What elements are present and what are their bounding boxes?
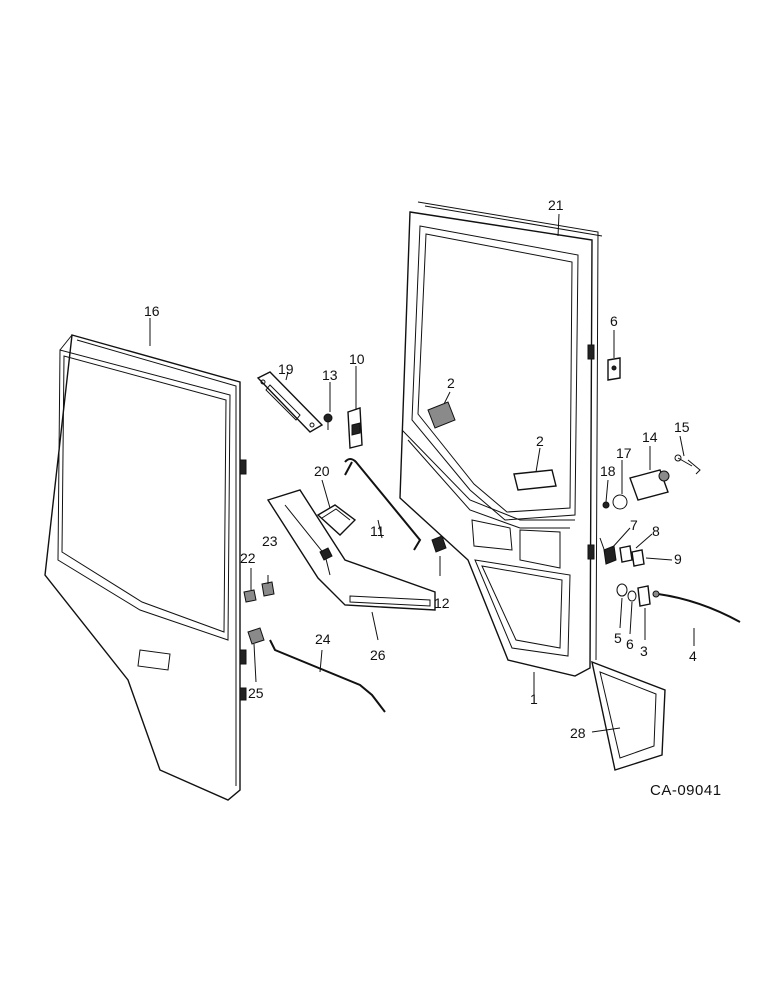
washer-6	[627, 590, 637, 602]
callout-3: 3	[640, 643, 648, 659]
callout-25: 24	[315, 631, 331, 647]
inner-door-frame	[399, 201, 603, 677]
outer-door-panel	[44, 334, 247, 801]
clip-23	[243, 589, 257, 603]
retainer-clip	[602, 501, 610, 509]
callout-18: 17	[616, 445, 632, 461]
washer-5	[616, 583, 628, 597]
bracket-3	[637, 585, 651, 607]
callout-1: 1	[530, 691, 538, 707]
callout-12: 11	[370, 523, 385, 539]
cable	[652, 590, 741, 623]
lower-rod	[269, 639, 386, 713]
latch-rod	[344, 458, 422, 551]
callout-23: 22	[240, 550, 256, 566]
callout-6: 6	[626, 636, 634, 652]
armrest-trim	[266, 489, 436, 611]
callout-28: 28	[570, 725, 586, 741]
reference-code: CA-09041	[650, 782, 722, 799]
retainer-ring	[612, 494, 628, 510]
key	[674, 454, 701, 475]
lock-assembly	[629, 469, 670, 501]
leader-lines	[149, 213, 695, 733]
pocket-upper	[427, 401, 456, 429]
callout-22: 21	[548, 197, 564, 213]
callout-13: 12	[434, 595, 450, 611]
callout-2a: 2	[447, 375, 455, 391]
callout-14: 13	[322, 367, 338, 383]
callout-27: 26	[370, 647, 386, 663]
callout-9: 8	[652, 523, 660, 539]
clip	[431, 535, 447, 553]
callout-24: 23	[262, 533, 278, 549]
pocket-lower	[513, 469, 557, 491]
callout-8: 7	[630, 517, 638, 533]
plate-10	[631, 549, 645, 567]
callout-17: 16	[144, 303, 160, 319]
callout-2b: 2	[536, 433, 544, 449]
screw	[323, 413, 333, 430]
plate-8	[603, 545, 617, 565]
door-handle	[316, 504, 357, 536]
clip-26	[247, 627, 265, 645]
callout-15: 14	[642, 429, 658, 445]
callout-21: 20	[314, 463, 330, 479]
callout-26: 25	[248, 685, 264, 701]
lock-plate	[256, 371, 324, 433]
callout-11: 10	[349, 351, 365, 367]
inner-latch	[347, 407, 363, 449]
lower-window-frame	[591, 660, 666, 771]
clip-24	[261, 581, 275, 597]
callout-5: 5	[614, 630, 622, 646]
callout-16: 15	[674, 419, 690, 435]
callout-20: 19	[278, 361, 294, 377]
callout-10: 9	[674, 551, 682, 567]
hinge-bracket	[607, 357, 621, 381]
plate-9	[619, 545, 633, 563]
callout-7: 6	[610, 313, 618, 329]
callout-19: 18	[600, 463, 616, 479]
callouts: 16 19 13 10 20 11 12 22 23 25 24 26 21 6…	[144, 197, 697, 741]
callout-4: 4	[689, 648, 697, 664]
